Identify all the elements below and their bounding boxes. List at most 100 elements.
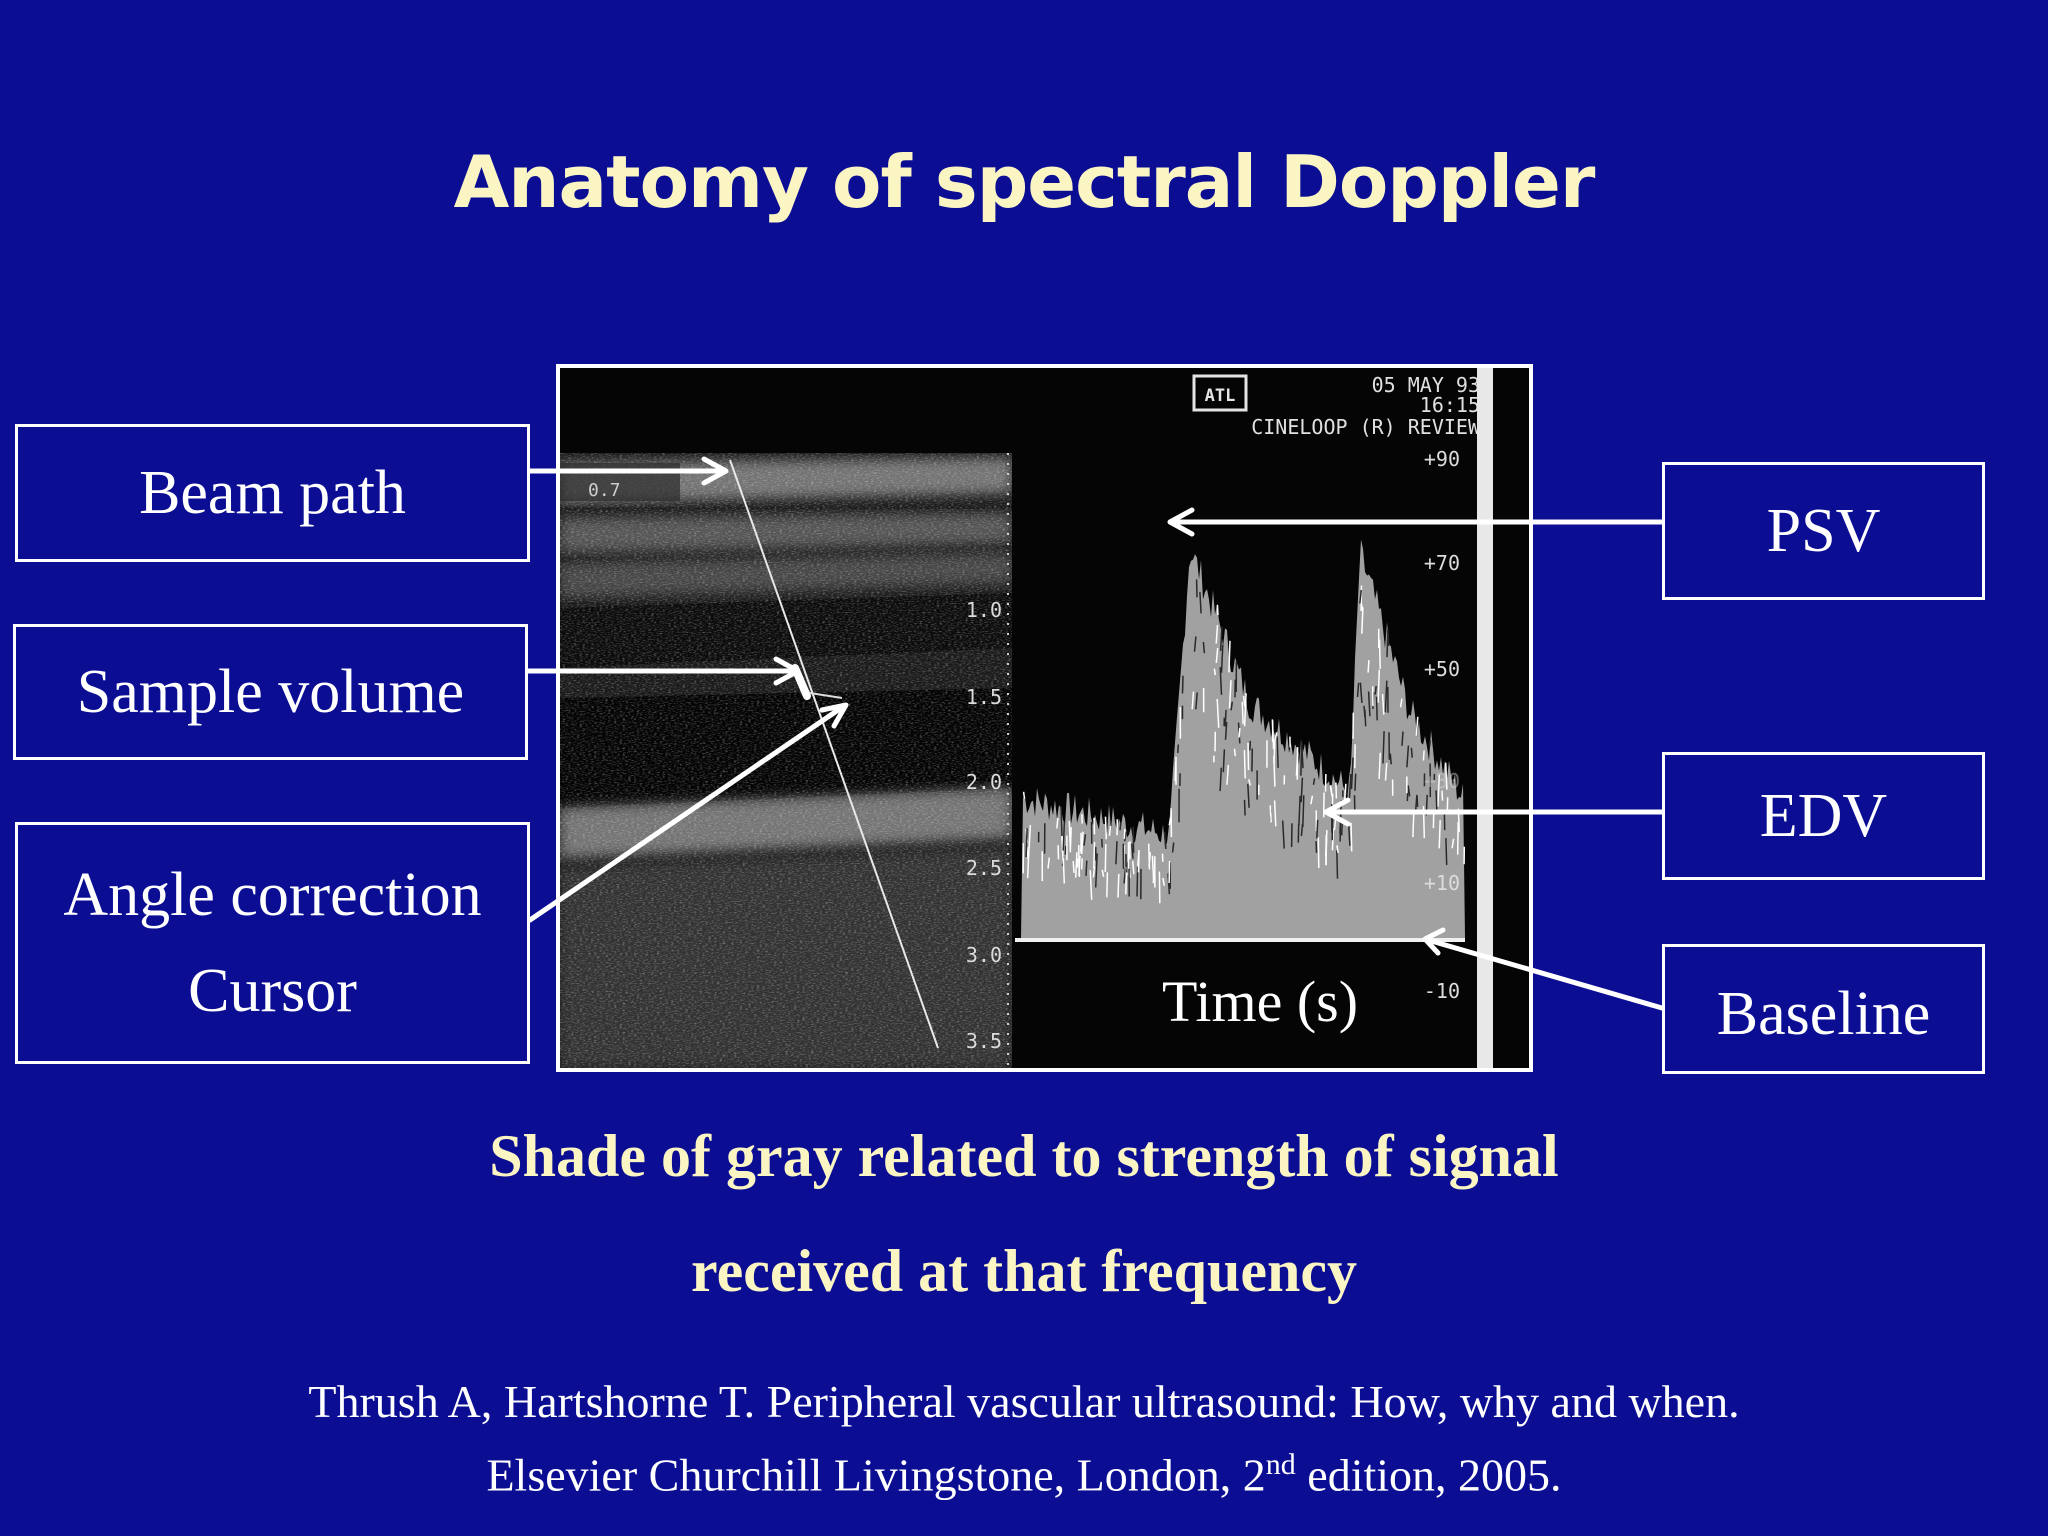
edv-label: EDV (1759, 781, 1888, 850)
baseline-label: Baseline (1716, 979, 1931, 1048)
doppler-spectrum-speckle (1412, 812, 1415, 838)
doppler-spectrum-speckle (1312, 778, 1316, 785)
doppler-spectrum-speckle (1104, 843, 1107, 872)
doppler-spectrum-speckle (1092, 866, 1096, 878)
slide-title: Anatomy of spectral Doppler (453, 140, 1596, 224)
doppler-spectrum-speckle (1060, 806, 1063, 837)
doppler-spectrum-speckle (1428, 740, 1431, 747)
doppler-spectrum-speckle (1220, 644, 1224, 673)
depth-tick: 1.0 (966, 598, 1002, 622)
doppler-spectrum-speckle (1384, 762, 1388, 781)
doppler-spectrum-speckle (1168, 860, 1171, 884)
doppler-spectrum-speckle (1331, 813, 1334, 841)
depth-tick: 3.5 (966, 1029, 1002, 1053)
doppler-spectrum-speckle (1360, 601, 1364, 611)
doppler-spectrum-speckle (1435, 790, 1438, 813)
doppler-spectrum-speckle (1350, 822, 1353, 852)
depth-tick-labels: 1.0 1.5 2.0 2.5 3.0 3.5 (966, 598, 1002, 1053)
doppler-spectrum-speckle (1298, 795, 1301, 826)
reference-line-2-sup: nd (1265, 1448, 1296, 1481)
doppler-spectrum-speckle (1331, 806, 1334, 815)
doppler-spectrum-speckle (1215, 625, 1219, 644)
doppler-spectrum-speckle (1243, 799, 1246, 816)
ultrasound-image: 0.7 1.0 1.5 2.0 2.5 3.0 3.5 ATL 05 MAY 9… (556, 364, 1533, 1072)
doppler-spectrum-speckle (1451, 838, 1455, 849)
doppler-spectrum-speckle (1361, 607, 1364, 634)
doppler-spectrum-speckle (1224, 709, 1227, 727)
doppler-spectrum-speckle (1072, 861, 1075, 873)
doppler-spectrum-speckle (1238, 727, 1241, 738)
doppler-spectrum-speckle (1281, 820, 1285, 849)
scan-date: 05 MAY 93 (1372, 373, 1480, 397)
doppler-spectrum (1015, 539, 1466, 938)
doppler-spectrum-speckle (1219, 626, 1223, 652)
doppler-spectrum-speckle (1162, 877, 1166, 886)
doppler-spectrum-speckle (1025, 828, 1028, 858)
depth-tick: 2.5 (966, 856, 1002, 880)
reference-line-1: Thrush A, Hartshorne T. Peripheral vascu… (308, 1376, 1740, 1427)
doppler-spectrum-speckle (1359, 590, 1363, 604)
beam-path-label-box: Beam path (15, 424, 530, 562)
doppler-spectrum-speckle (1336, 845, 1339, 854)
doppler-spectrum-speckle (1374, 686, 1377, 695)
doppler-spectrum-speckle (1115, 841, 1118, 865)
doppler-spectrum-speckle (1068, 820, 1072, 853)
doppler-spectrum-speckle (1131, 843, 1134, 859)
velocity-tick: +90 (1424, 447, 1460, 471)
doppler-spectrum-speckle (1269, 805, 1272, 823)
doppler-spectrum-speckle (1181, 675, 1184, 694)
doppler-spectrum-speckle (1216, 698, 1220, 728)
doppler-spectrum-speckle (1028, 825, 1032, 849)
doppler-spectrum-speckle (1193, 636, 1197, 652)
doppler-spectrum-speckle (1248, 779, 1252, 786)
doppler-spectrum-speckle (1080, 831, 1084, 855)
doppler-spectrum-speckle (1378, 752, 1382, 780)
velocity-tick: +30 (1424, 769, 1460, 793)
doppler-spectrum-speckle (1406, 785, 1409, 802)
doppler-spectrum-speckle (1228, 680, 1232, 709)
doppler-spectrum-speckle (1080, 858, 1083, 870)
doppler-spectrum-speckle (1340, 823, 1343, 836)
doppler-spectrum-speckle (1163, 832, 1167, 849)
doppler-spectrum-speckle (1117, 873, 1120, 898)
doppler-spectrum-speckle (1274, 732, 1278, 740)
doppler-spectrum-speckle (1131, 860, 1135, 875)
velocity-tick: +70 (1424, 551, 1460, 575)
doppler-spectrum-speckle (1083, 834, 1087, 846)
doppler-spectrum-speckle (1410, 747, 1413, 758)
doppler-spectrum-speckle (1367, 660, 1370, 673)
angle-correction-label: Angle correction (63, 860, 482, 929)
doppler-spectrum-speckle (1219, 767, 1223, 792)
doppler-spectrum-speckle (1348, 773, 1352, 799)
doppler-spectrum-speckle (1359, 682, 1363, 703)
psv-label-box: PSV (1662, 462, 1985, 600)
sample-volume-label: Sample volume (76, 657, 465, 726)
doppler-spectrum-speckle (1148, 852, 1152, 867)
velocity-tick: +10 (1424, 871, 1460, 895)
doppler-spectrum-speckle (1354, 773, 1357, 791)
doppler-spectrum-speckle (1437, 774, 1441, 807)
doppler-spectrum-speckle (1329, 785, 1333, 797)
doppler-spectrum-speckle (1089, 870, 1093, 900)
doppler-spectrum-speckle (1300, 823, 1304, 837)
doppler-spectrum-speckle (1347, 824, 1351, 846)
doppler-spectrum-speckle (1377, 669, 1381, 703)
doppler-spectrum-speckle (1224, 722, 1228, 740)
doppler-spectrum-speckle (1316, 819, 1319, 839)
doppler-spectrum-speckle (1222, 749, 1226, 773)
doppler-spectrum-speckle (1406, 745, 1410, 768)
velocity-tick: -10 (1424, 979, 1460, 1003)
doppler-spectrum-speckle (1445, 838, 1448, 866)
doppler-spectrum-speckle (1300, 777, 1304, 803)
doppler-spectrum-speckle (1078, 855, 1081, 876)
doppler-spectrum-speckle (1026, 846, 1030, 879)
doppler-spectrum-speckle (1216, 604, 1219, 616)
doppler-spectrum-speckle (1177, 744, 1180, 753)
doppler-spectrum-speckle (1085, 860, 1088, 876)
doppler-spectrum-speckle (1123, 829, 1126, 839)
doppler-spectrum-speckle (1168, 817, 1172, 826)
doppler-spectrum-speckle (1191, 691, 1195, 710)
edv-label-box: EDV (1662, 752, 1985, 880)
doppler-spectrum-speckle (1106, 872, 1109, 898)
doppler-spectrum-speckle (1243, 749, 1246, 779)
